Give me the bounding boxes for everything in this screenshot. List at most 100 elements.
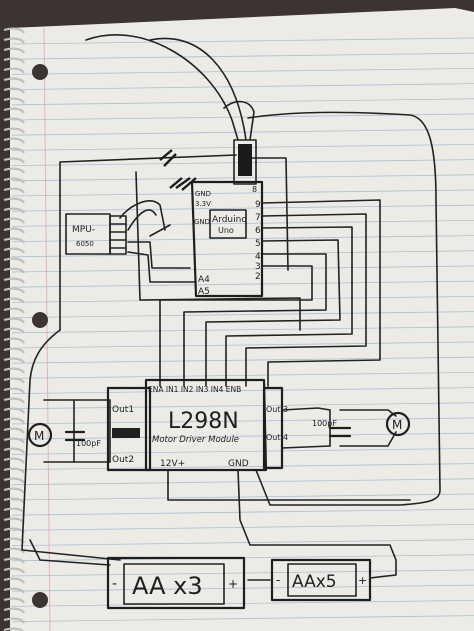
spiral-coil (3, 537, 25, 544)
rule-line (11, 508, 474, 516)
spiral-coil (3, 157, 25, 164)
arduino-pin-a4: A4 (198, 275, 210, 285)
spiral-coil (3, 237, 25, 244)
spiral-coil (3, 367, 25, 374)
spiral-coil (3, 37, 25, 44)
arduino-pin-gnd-top: GND (195, 190, 211, 198)
mpu6050-module: MPU- 6050 (65, 213, 127, 255)
battery-right-neg: - (276, 573, 280, 587)
cap-right-label: 100pF (312, 419, 337, 428)
spiral-coil (3, 357, 25, 364)
cap-left-label: 100pF (76, 439, 101, 448)
battery-right-pos: + (358, 574, 367, 587)
spiral-coil (3, 217, 25, 224)
usb-header (233, 139, 257, 185)
motor-right: M (385, 411, 411, 437)
arduino-pin-2: 2 (255, 272, 261, 282)
spiral-coil (3, 57, 25, 64)
driver-gnd: GND (228, 459, 249, 469)
cap-left: 100pF (64, 430, 101, 448)
spiral-coil (3, 427, 25, 434)
spiral-coil (3, 47, 25, 54)
spiral-coil (3, 327, 25, 334)
spiral-coil (3, 557, 25, 564)
spiral-coil (3, 277, 25, 284)
driver-out3: Out 3 (266, 405, 288, 414)
spiral-coil (3, 627, 24, 631)
spiral-coil (3, 267, 25, 274)
arduino-pin-6: 6 (255, 226, 261, 236)
arduino-pin-a5: A5 (198, 287, 210, 297)
scribble-mark (112, 428, 140, 438)
rule-line (11, 341, 474, 349)
l298n-driver: ENA IN1 IN2 IN3 IN4 ENB L298N Motor Driv… (106, 378, 288, 472)
spiral-coil (3, 457, 25, 464)
rule-line (11, 37, 474, 45)
rule-line (11, 417, 474, 425)
spiral-coil (3, 497, 25, 504)
spiral-coil (3, 257, 25, 264)
spiral-coil (3, 167, 25, 174)
arduino-model: Uno (218, 226, 234, 235)
spiral-coil (3, 387, 25, 394)
arduino-name: Arduino (212, 215, 247, 225)
spiral-coil (3, 287, 25, 294)
rule-line (11, 402, 474, 410)
driver-title: L298N (168, 409, 239, 434)
spiral-coil (3, 227, 25, 234)
rule-line (11, 52, 474, 60)
wires (21, 34, 441, 581)
rule-line (11, 539, 474, 546)
driver-out1: Out1 (112, 405, 134, 415)
spiral-coil (3, 117, 25, 124)
rule-line (11, 250, 474, 258)
spiral-coil (3, 567, 25, 574)
spiral-coil (3, 437, 25, 444)
rule-line (11, 189, 474, 197)
driver-top-pins: ENA IN1 IN2 IN3 IN4 ENB (148, 385, 241, 394)
spiral-coil (3, 87, 25, 94)
spiral-coil (3, 197, 25, 204)
spiral-coil (3, 597, 25, 604)
spiral-coil (3, 147, 25, 154)
rule-line (11, 174, 474, 182)
spiral-coil (3, 307, 25, 314)
arduino-pin-9: 9 (255, 200, 261, 210)
rule-line (11, 311, 474, 318)
punch-hole (32, 312, 48, 328)
arduino-pin-gnd: GND (194, 218, 210, 226)
spiral-coil (3, 417, 25, 424)
spiral-coil (3, 67, 25, 74)
rule-line (11, 68, 474, 75)
spiral-coil (3, 397, 25, 404)
arduino-pin-3: 3 (255, 262, 261, 272)
cap-right: 100pF (312, 419, 352, 438)
driver-12v: 12V+ (160, 459, 185, 469)
driver-subtitle: Motor Driver Module (152, 435, 239, 445)
spiral-coil (3, 337, 25, 344)
rule-line (11, 265, 474, 273)
arduino-pin-4: 4 (255, 252, 261, 262)
arduino-pin-5: 5 (255, 239, 261, 249)
spiral-coil (3, 27, 25, 34)
spiral-coil (3, 587, 25, 594)
spiral-coil (3, 377, 25, 384)
rule-line (11, 220, 474, 227)
motor-left-symbol: M (34, 429, 44, 443)
spiral-coil (3, 477, 25, 484)
battery-left: - AA x3 + (106, 556, 246, 610)
punch-hole (32, 592, 48, 608)
spiral-coil (3, 137, 25, 144)
arduino-pin-7: 7 (255, 213, 261, 223)
spiral-coil (3, 487, 25, 494)
rule-line (11, 615, 474, 622)
rule-line (11, 478, 474, 486)
arduino-pin-3v3: 3.3V (195, 200, 211, 208)
battery-left-label: AA x3 (132, 572, 203, 600)
spiral-coil (3, 617, 25, 624)
rule-line (11, 448, 474, 455)
spiral-coil (3, 247, 25, 254)
spiral-coil (3, 607, 25, 614)
rule-line (11, 83, 474, 90)
